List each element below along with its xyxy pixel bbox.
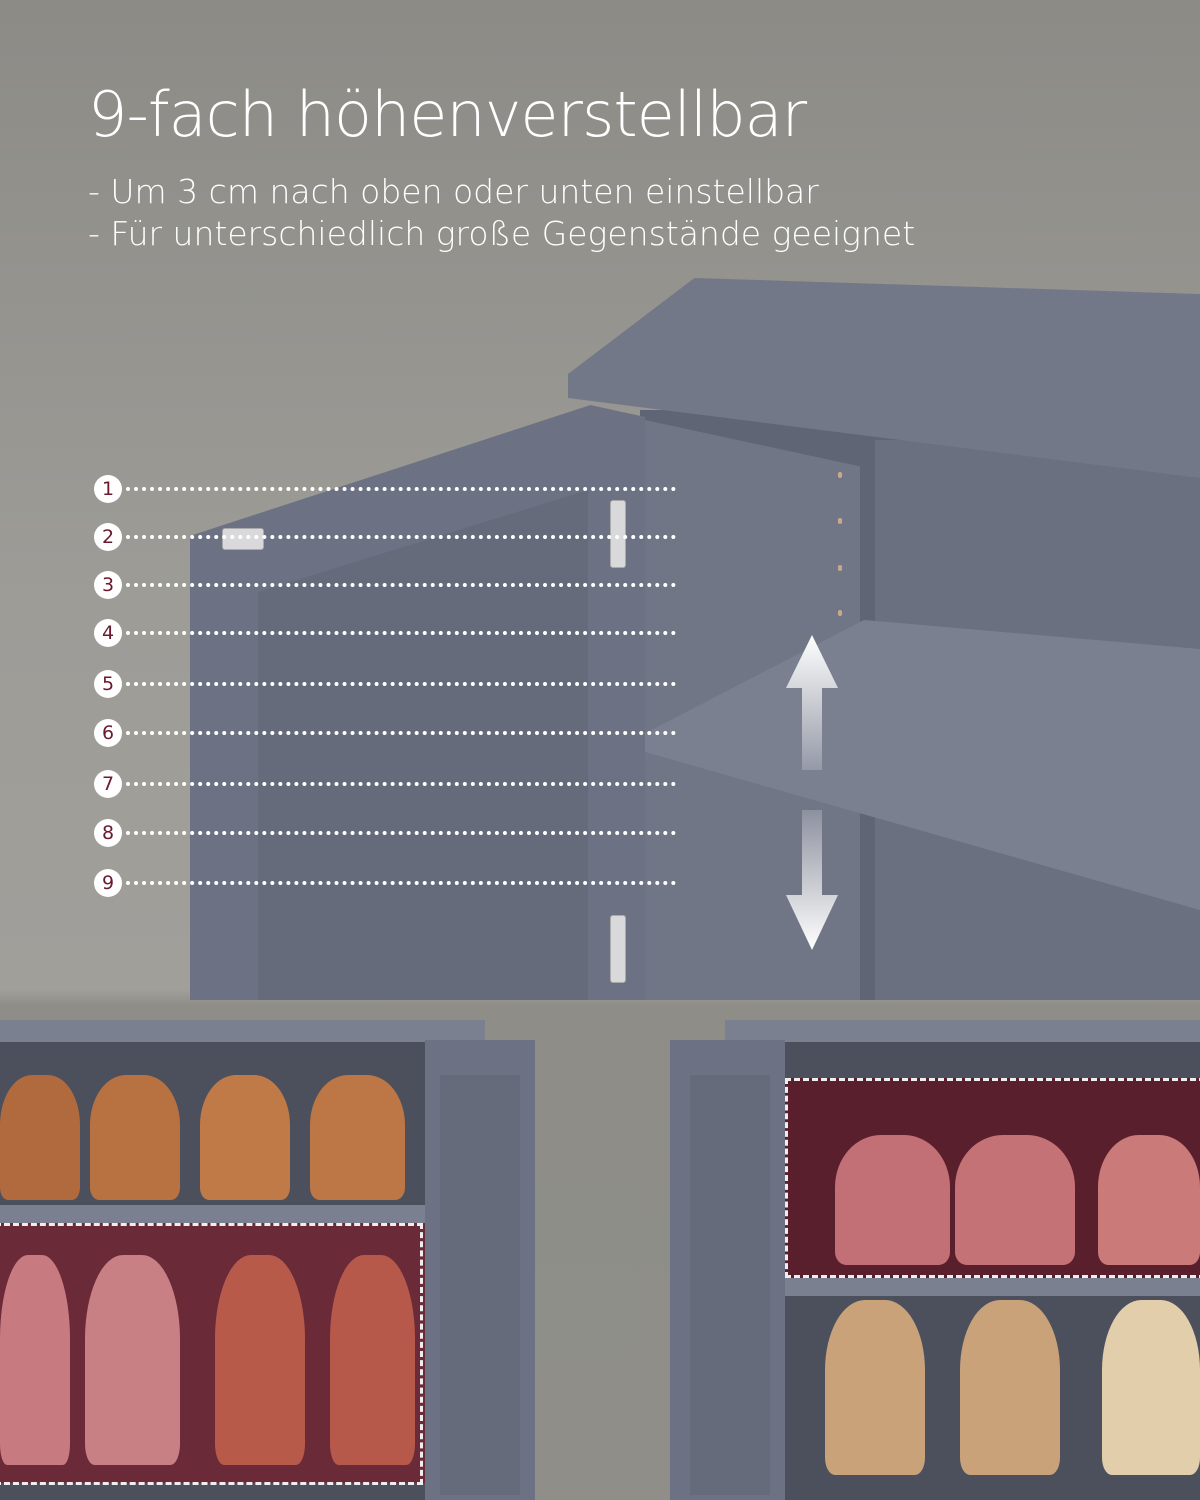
photo-right — [670, 1015, 1200, 1500]
level-guide-line — [126, 583, 676, 587]
level-guide-line — [126, 631, 676, 635]
level-marker-9: 9 — [94, 869, 122, 897]
feature-line-2: - Für unterschiedlich große Gegenstände … — [88, 214, 916, 253]
hinge — [610, 915, 626, 983]
hinge — [610, 500, 626, 568]
level-marker-7: 7 — [94, 770, 122, 798]
level-guide-line — [126, 682, 676, 686]
level-guide-line — [126, 881, 676, 885]
level-marker-8: 8 — [94, 819, 122, 847]
level-guide-line — [126, 487, 676, 491]
latch — [222, 528, 264, 550]
level-marker-4: 4 — [94, 619, 122, 647]
level-marker-3: 3 — [94, 571, 122, 599]
level-marker-1: 1 — [94, 475, 122, 503]
level-marker-5: 5 — [94, 670, 122, 698]
photo-left — [0, 1015, 540, 1500]
headline: 9-fach höhenverstellbar — [88, 78, 807, 151]
level-marker-2: 2 — [94, 523, 122, 551]
level-guide-line — [126, 731, 676, 735]
door-panel — [258, 490, 588, 1000]
level-marker-6: 6 — [94, 719, 122, 747]
feature-line-1: - Um 3 cm nach oben oder unten einstellb… — [88, 172, 819, 211]
level-guide-line — [126, 831, 676, 835]
up-down-arrows-icon — [786, 635, 838, 950]
level-guide-line — [126, 782, 676, 786]
level-guide-line — [126, 535, 676, 539]
